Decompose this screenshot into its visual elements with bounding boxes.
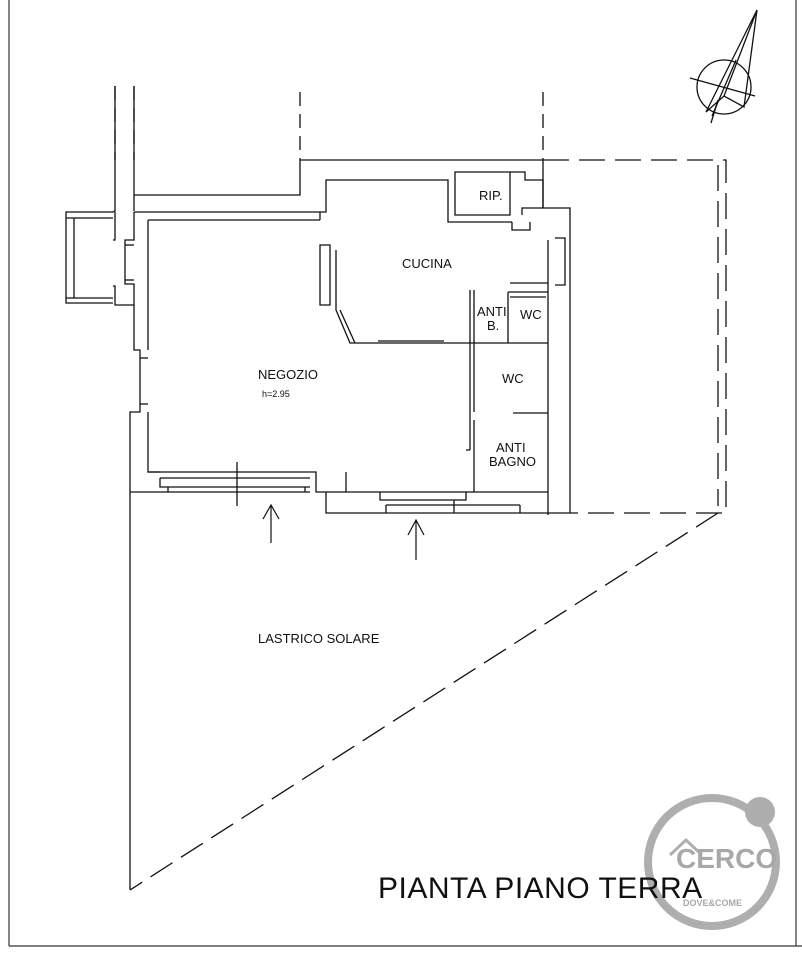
room-label-anti-b-line1: ANTI [477, 304, 507, 319]
room-label-cucina: CUCINA [402, 256, 452, 271]
entrance-arrow-icon [262, 503, 280, 543]
ceiling-height-label: h=2.95 [262, 389, 290, 399]
watermark-brand: CERCO [676, 843, 777, 874]
room-label-anti-bagno-line1: ANTI [496, 440, 526, 455]
dashed-boundary [129, 159, 727, 891]
room-label-rip: RIP. [479, 188, 503, 203]
room-label-wc: WC [502, 371, 524, 386]
watermark-logo: CERCO DOVE&COME [644, 794, 780, 930]
entrance-arrow-icon [407, 518, 425, 560]
watermark-tagline: DOVE&COME [683, 898, 742, 908]
room-label-negozio: NEGOZIO [258, 367, 318, 382]
plan-title: PIANTA PIANO TERRA [378, 872, 703, 905]
room-label-anti-bagno-line2: BAGNO [489, 454, 536, 469]
building-walls [65, 86, 571, 515]
room-label-lastrico-solare: LASTRICO SOLARE [258, 631, 380, 646]
north-arrow-icon [689, 9, 758, 124]
room-label-wc-small: WC [520, 307, 542, 322]
room-label-anti-b-line2: B. [487, 318, 499, 333]
page-frame [8, 0, 802, 947]
